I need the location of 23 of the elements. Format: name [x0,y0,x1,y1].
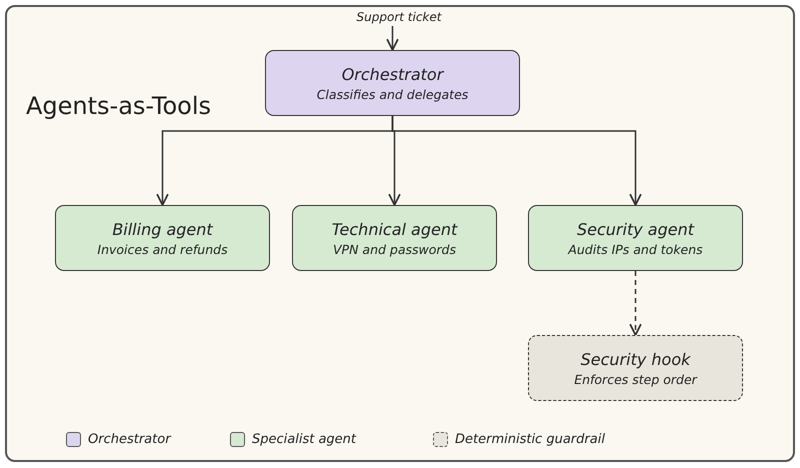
arrow [392,116,642,206]
node-subtitle: VPN and passwords [333,242,456,256]
node-subtitle: Audits IPs and tokens [568,242,703,256]
node-title: Technical agent [332,220,458,238]
specialist-box [528,205,743,271]
legend-label: Deterministic guardrail [455,432,605,447]
node-title: Orchestrator [342,64,444,84]
node-subtitle: Invoices and refunds [97,242,228,256]
diagram-title: Agents-as-Tools [26,92,211,120]
legend-label: Orchestrator [88,432,171,447]
node-subtitle: Classifies and delegates [316,86,468,102]
node-title: Billing agent [112,220,213,238]
node-title: Security hook [580,350,690,368]
orchestrator-box [265,50,520,116]
guardrail-box [528,335,743,401]
input-label: Support ticket [340,8,458,26]
arrow [386,26,399,51]
node-title: Security agent [576,220,694,238]
arrow [629,271,642,336]
specialist-box [292,205,497,271]
specialist-box [55,205,270,271]
node-subtitle: Enforces step order [574,372,697,386]
legend-label: Specialist agent [252,432,356,447]
